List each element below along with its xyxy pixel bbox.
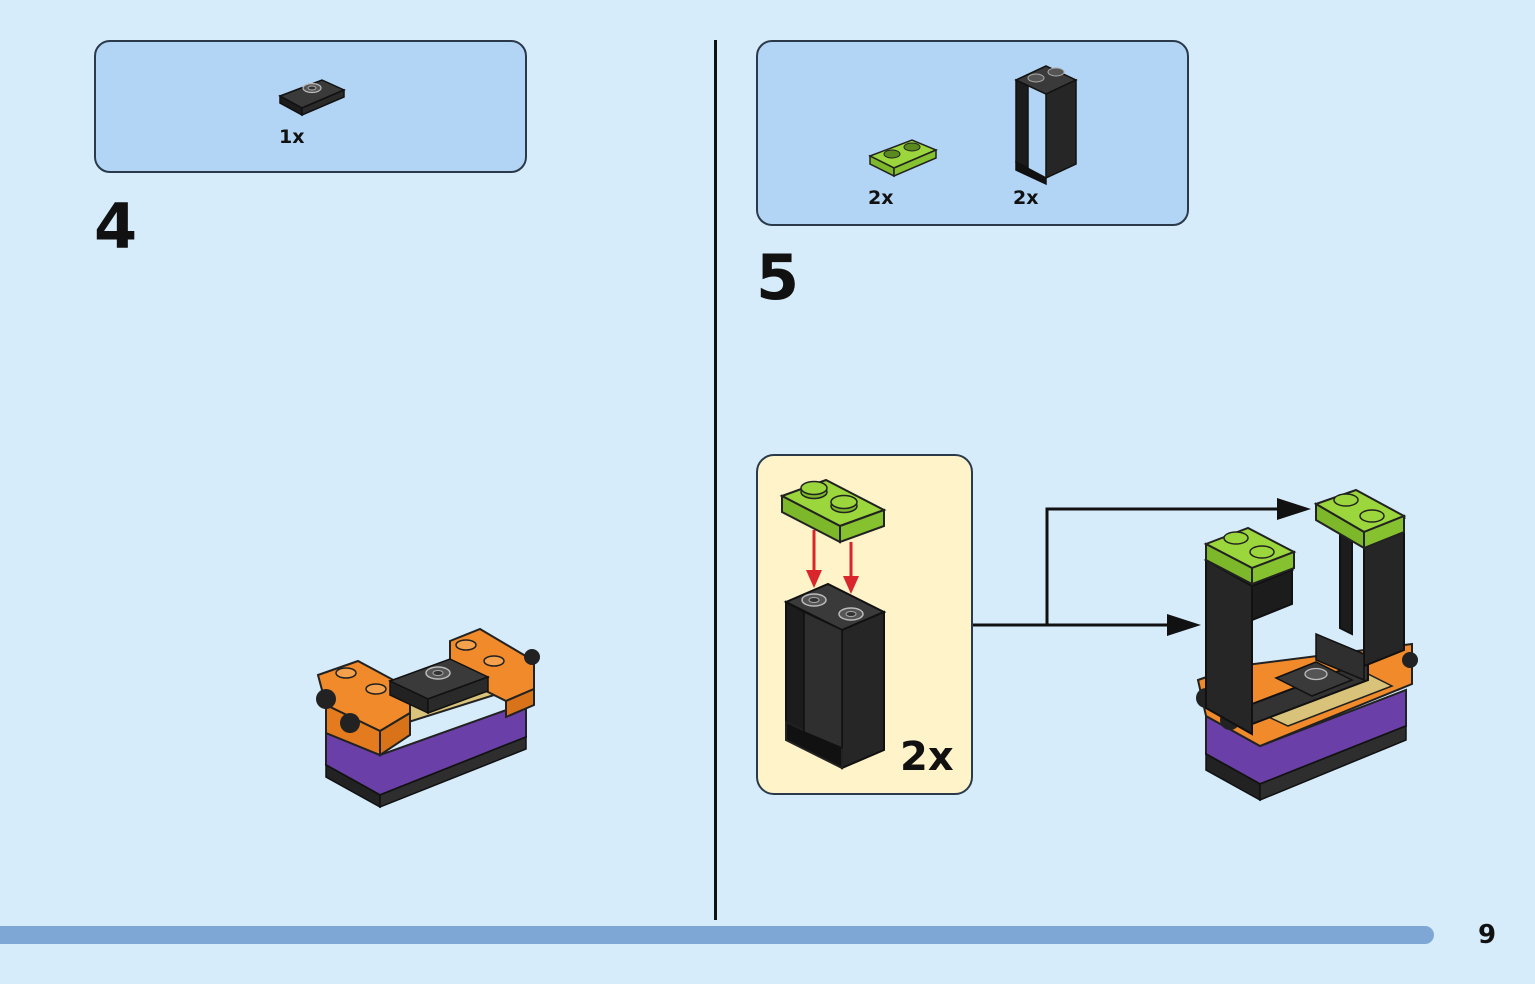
black-panel-icon — [1014, 65, 1078, 186]
connector-arrows — [973, 498, 1311, 636]
page-divider — [714, 40, 717, 920]
part-qty: 1x — [279, 126, 305, 148]
page-number: 9 — [1478, 920, 1497, 950]
red-down-arrow — [843, 542, 859, 594]
step-number-5: 5 — [756, 241, 800, 314]
black-jumper-plate-icon — [278, 79, 346, 117]
arrow-head-icon — [1167, 614, 1201, 636]
lime-plate-icon — [868, 139, 938, 178]
step-number-4: 4 — [94, 190, 138, 263]
step4-parts-box: 1x — [94, 40, 527, 173]
step5-model-illustration — [1196, 488, 1418, 802]
step4-model-illustration — [316, 627, 540, 809]
part-qty: 2x — [868, 187, 894, 209]
subassembly-illustration — [779, 478, 887, 770]
red-down-arrow — [806, 530, 822, 588]
arrow-head-icon — [1277, 498, 1311, 520]
subassembly-qty: 2x — [900, 734, 954, 780]
part-qty: 2x — [1013, 187, 1039, 209]
step5-parts-box: 2x 2x — [756, 40, 1189, 226]
progress-bar — [0, 926, 1434, 944]
